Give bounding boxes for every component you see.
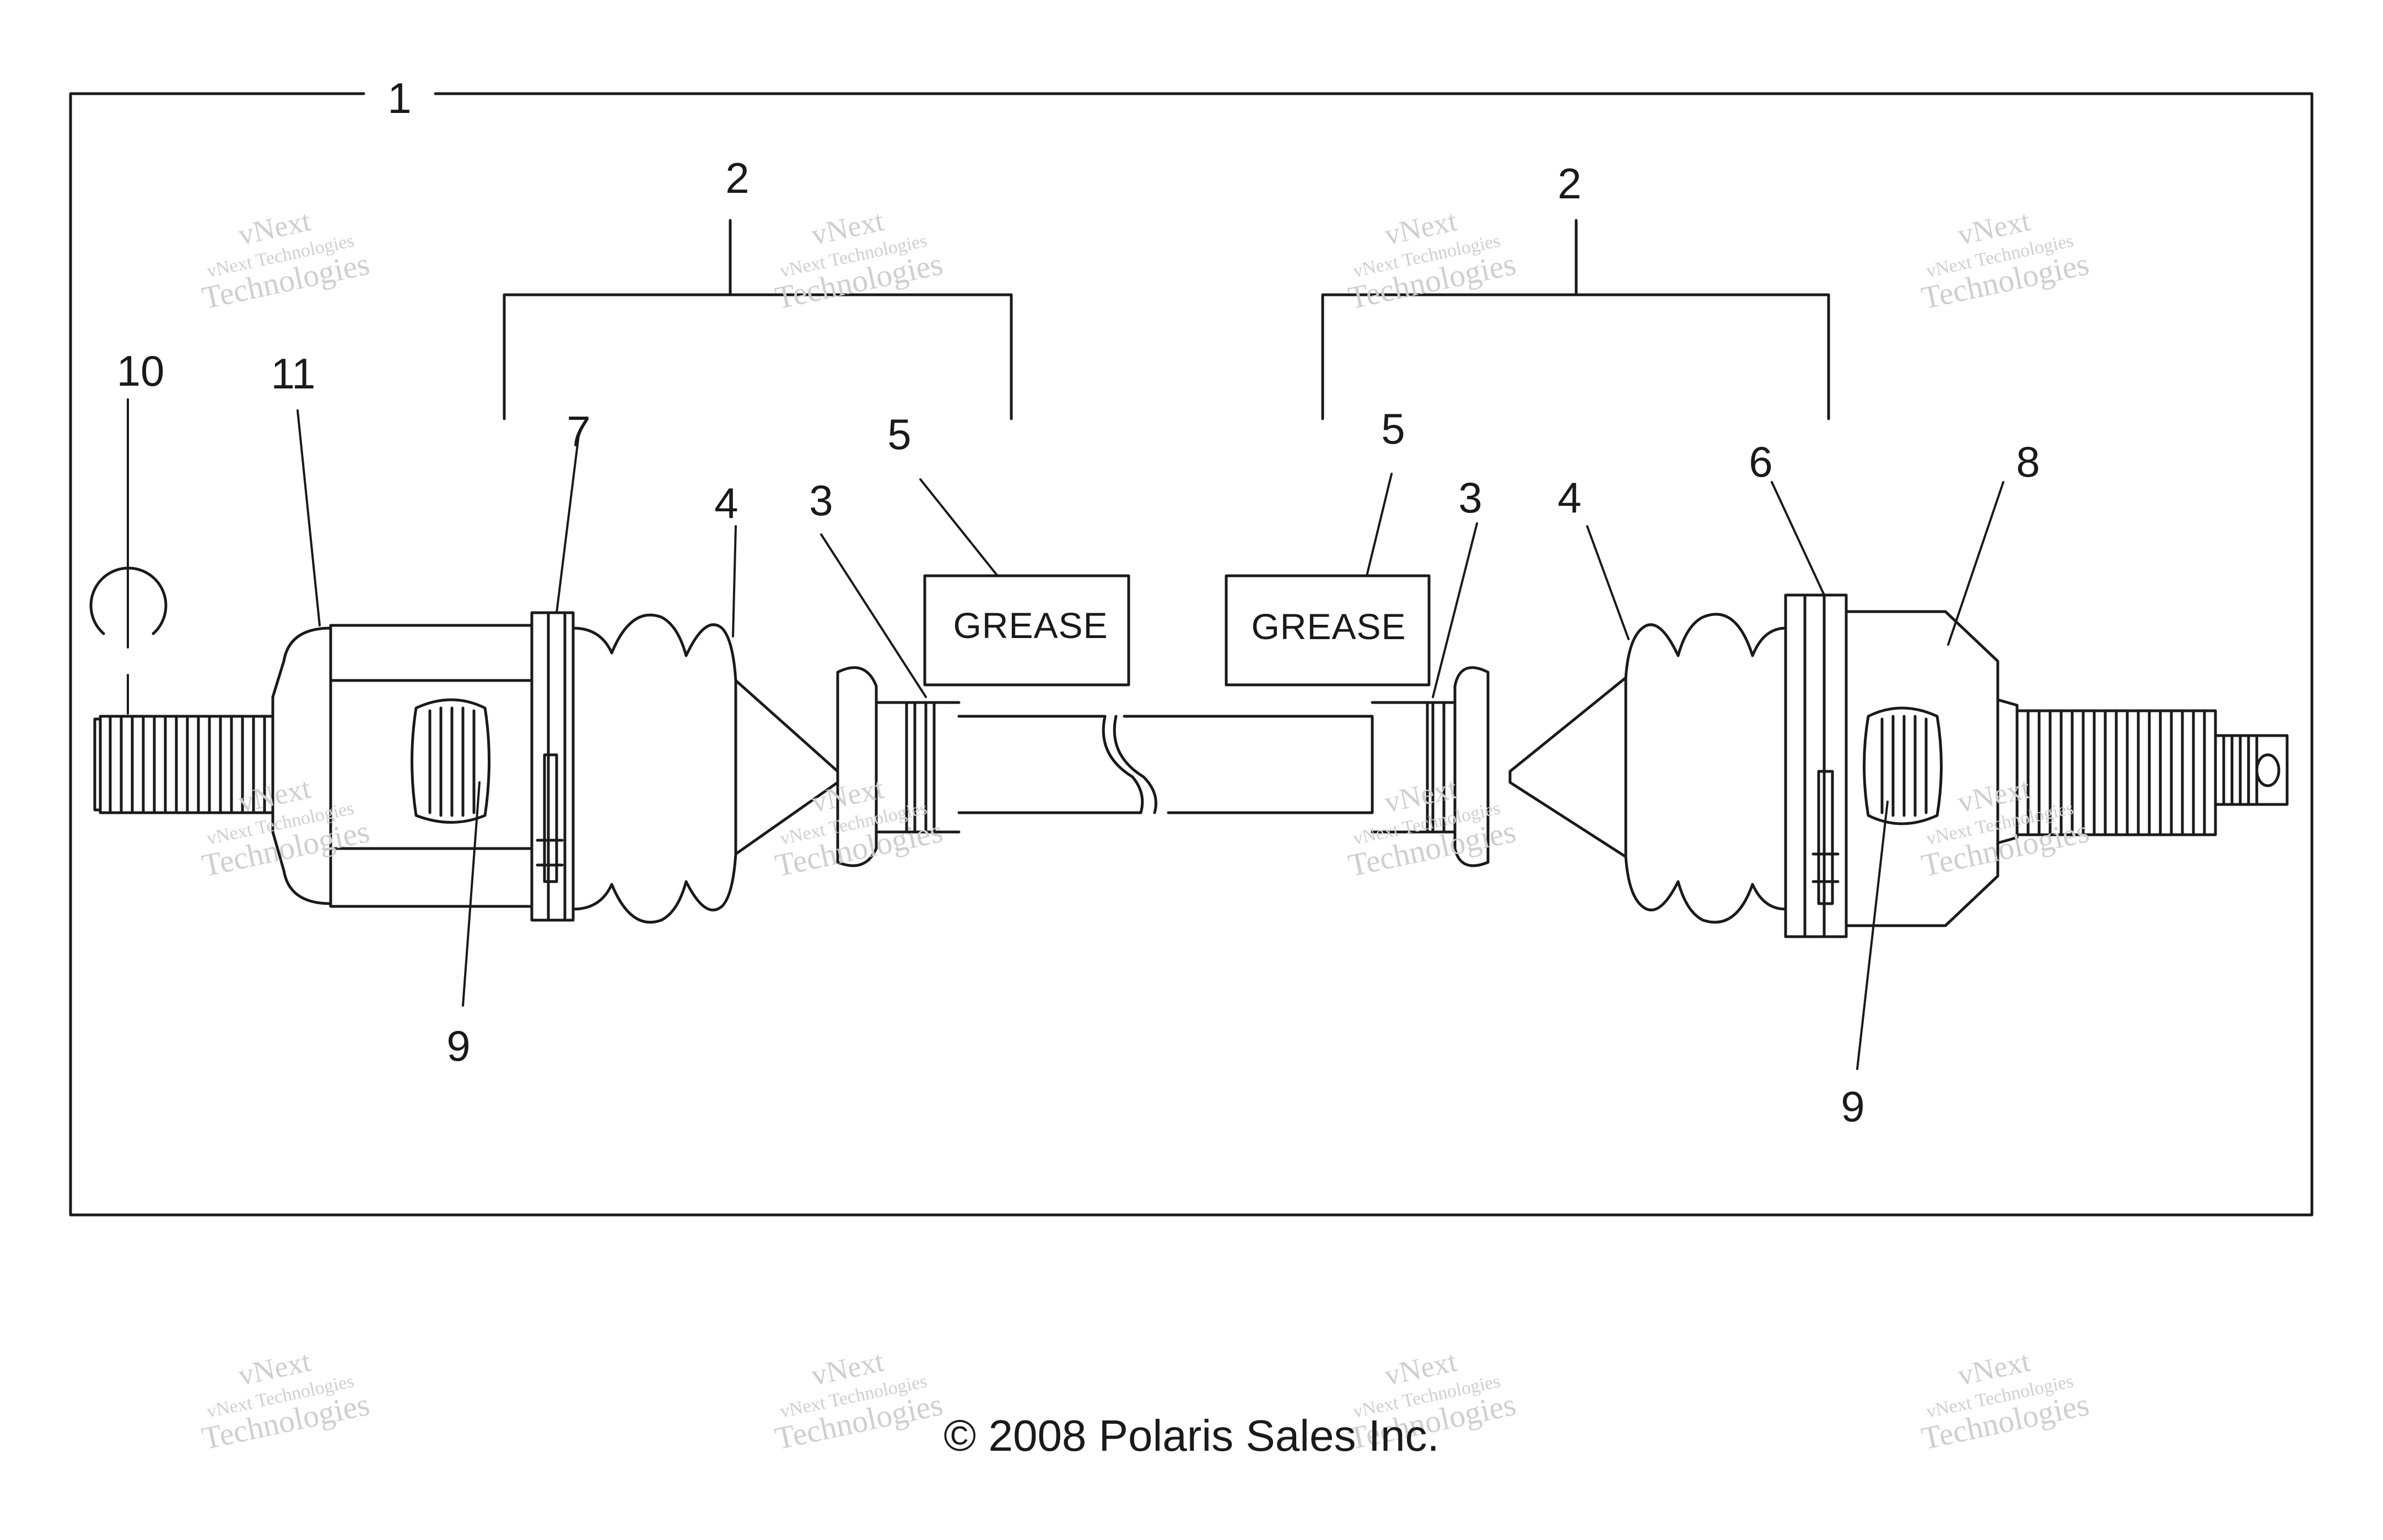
- callout-3-right: 3: [1458, 473, 1482, 522]
- copyright-notice: © 2008 Polaris Sales Inc.: [944, 1411, 1439, 1460]
- grease-box-right: [1225, 574, 1431, 687]
- outer-cv-joint-housing: [1784, 593, 1999, 938]
- grease-box-left: [923, 574, 1130, 687]
- callout-6: 6: [1749, 437, 1772, 486]
- inner-cv-joint-housing: [271, 611, 575, 922]
- grease-label-left: GREASE: [953, 605, 1108, 646]
- grease-label-right: GREASE: [1251, 606, 1406, 647]
- boot-kit-bracket-right: [1321, 219, 1830, 420]
- callout-2-right: 2: [1557, 159, 1581, 208]
- callout-5-right: 5: [1381, 404, 1405, 453]
- callout-2-left: 2: [725, 154, 749, 202]
- inner-boot-small-clamp: [836, 666, 961, 867]
- outer-joint-bearing-window: [1863, 706, 1943, 825]
- leader-lines: [127, 398, 2004, 1070]
- callout-9-right: 9: [1841, 1082, 1864, 1131]
- callout-9-left: 9: [446, 1022, 470, 1070]
- callout-3-left: 3: [809, 476, 833, 525]
- assembly-frame: [69, 92, 2314, 1217]
- boot-kit-bracket-left: [503, 219, 1013, 420]
- outer-boot: [1508, 613, 1787, 924]
- callout-8: 8: [2016, 437, 2040, 486]
- callout-4-left: 4: [714, 479, 738, 527]
- callout-11: 11: [271, 349, 316, 398]
- callout-4-right: 4: [1557, 473, 1581, 522]
- outer-boot-small-clamp: [1371, 666, 1490, 867]
- inner-joint-bearing-window: [411, 698, 490, 824]
- axle-shaft: [957, 715, 1374, 814]
- callout-1: 1: [387, 74, 411, 122]
- outer-spline-stub: [1996, 698, 2289, 845]
- callout-5-left: 5: [887, 410, 911, 458]
- callout-7: 7: [567, 407, 590, 456]
- callout-10: 10: [117, 347, 165, 395]
- callout-numbers: 1 2 2 3 3 4 4 5 5 6 7 8 9 9 10 11: [117, 74, 2040, 1131]
